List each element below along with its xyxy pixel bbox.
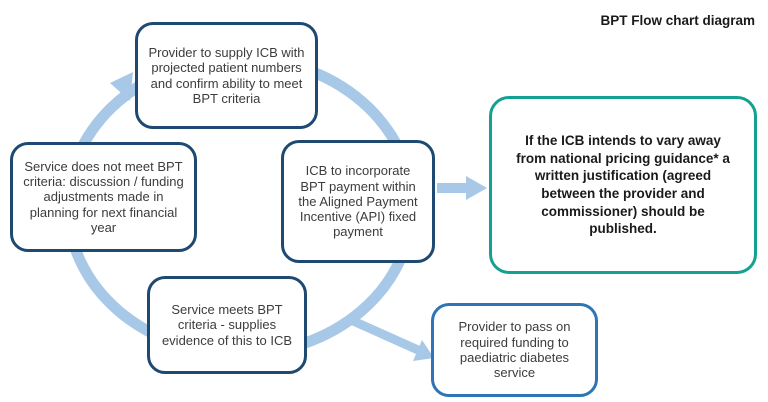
node-pass-funding-text: Provider to pass on required funding to …	[458, 319, 571, 381]
node-service-meets-text: Service meets BPT criteria - supplies ev…	[161, 302, 293, 348]
node-provider-supply: Provider to supply ICB with projected pa…	[135, 22, 318, 129]
node-vary-justification: If the ICB intends to vary away from nat…	[489, 96, 757, 274]
node-service-not-meet-text: Service does not meet BPT criteria: disc…	[23, 158, 184, 235]
arrow-to-provider-funding-head-icon	[413, 340, 434, 361]
node-icb-incorporate: ICB to incorporate BPT payment within th…	[281, 140, 435, 263]
node-icb-incorporate-text: ICB to incorporate BPT payment within th…	[298, 163, 418, 240]
diagram-title: BPT Flow chart diagram	[600, 13, 755, 28]
arrow-to-provider-funding-shaft	[349, 315, 420, 355]
node-vary-justification-text: If the ICB intends to vary away from nat…	[516, 133, 730, 237]
node-service-not-meet: Service does not meet BPT criteria: disc…	[10, 142, 197, 252]
arrow-to-justification-head-icon	[466, 176, 487, 200]
node-provider-supply-text: Provider to supply ICB with projected pa…	[148, 44, 305, 106]
cycle-arrowhead-icon	[110, 72, 133, 101]
node-service-meets: Service meets BPT criteria - supplies ev…	[147, 276, 307, 374]
node-pass-funding: Provider to pass on required funding to …	[431, 303, 598, 397]
